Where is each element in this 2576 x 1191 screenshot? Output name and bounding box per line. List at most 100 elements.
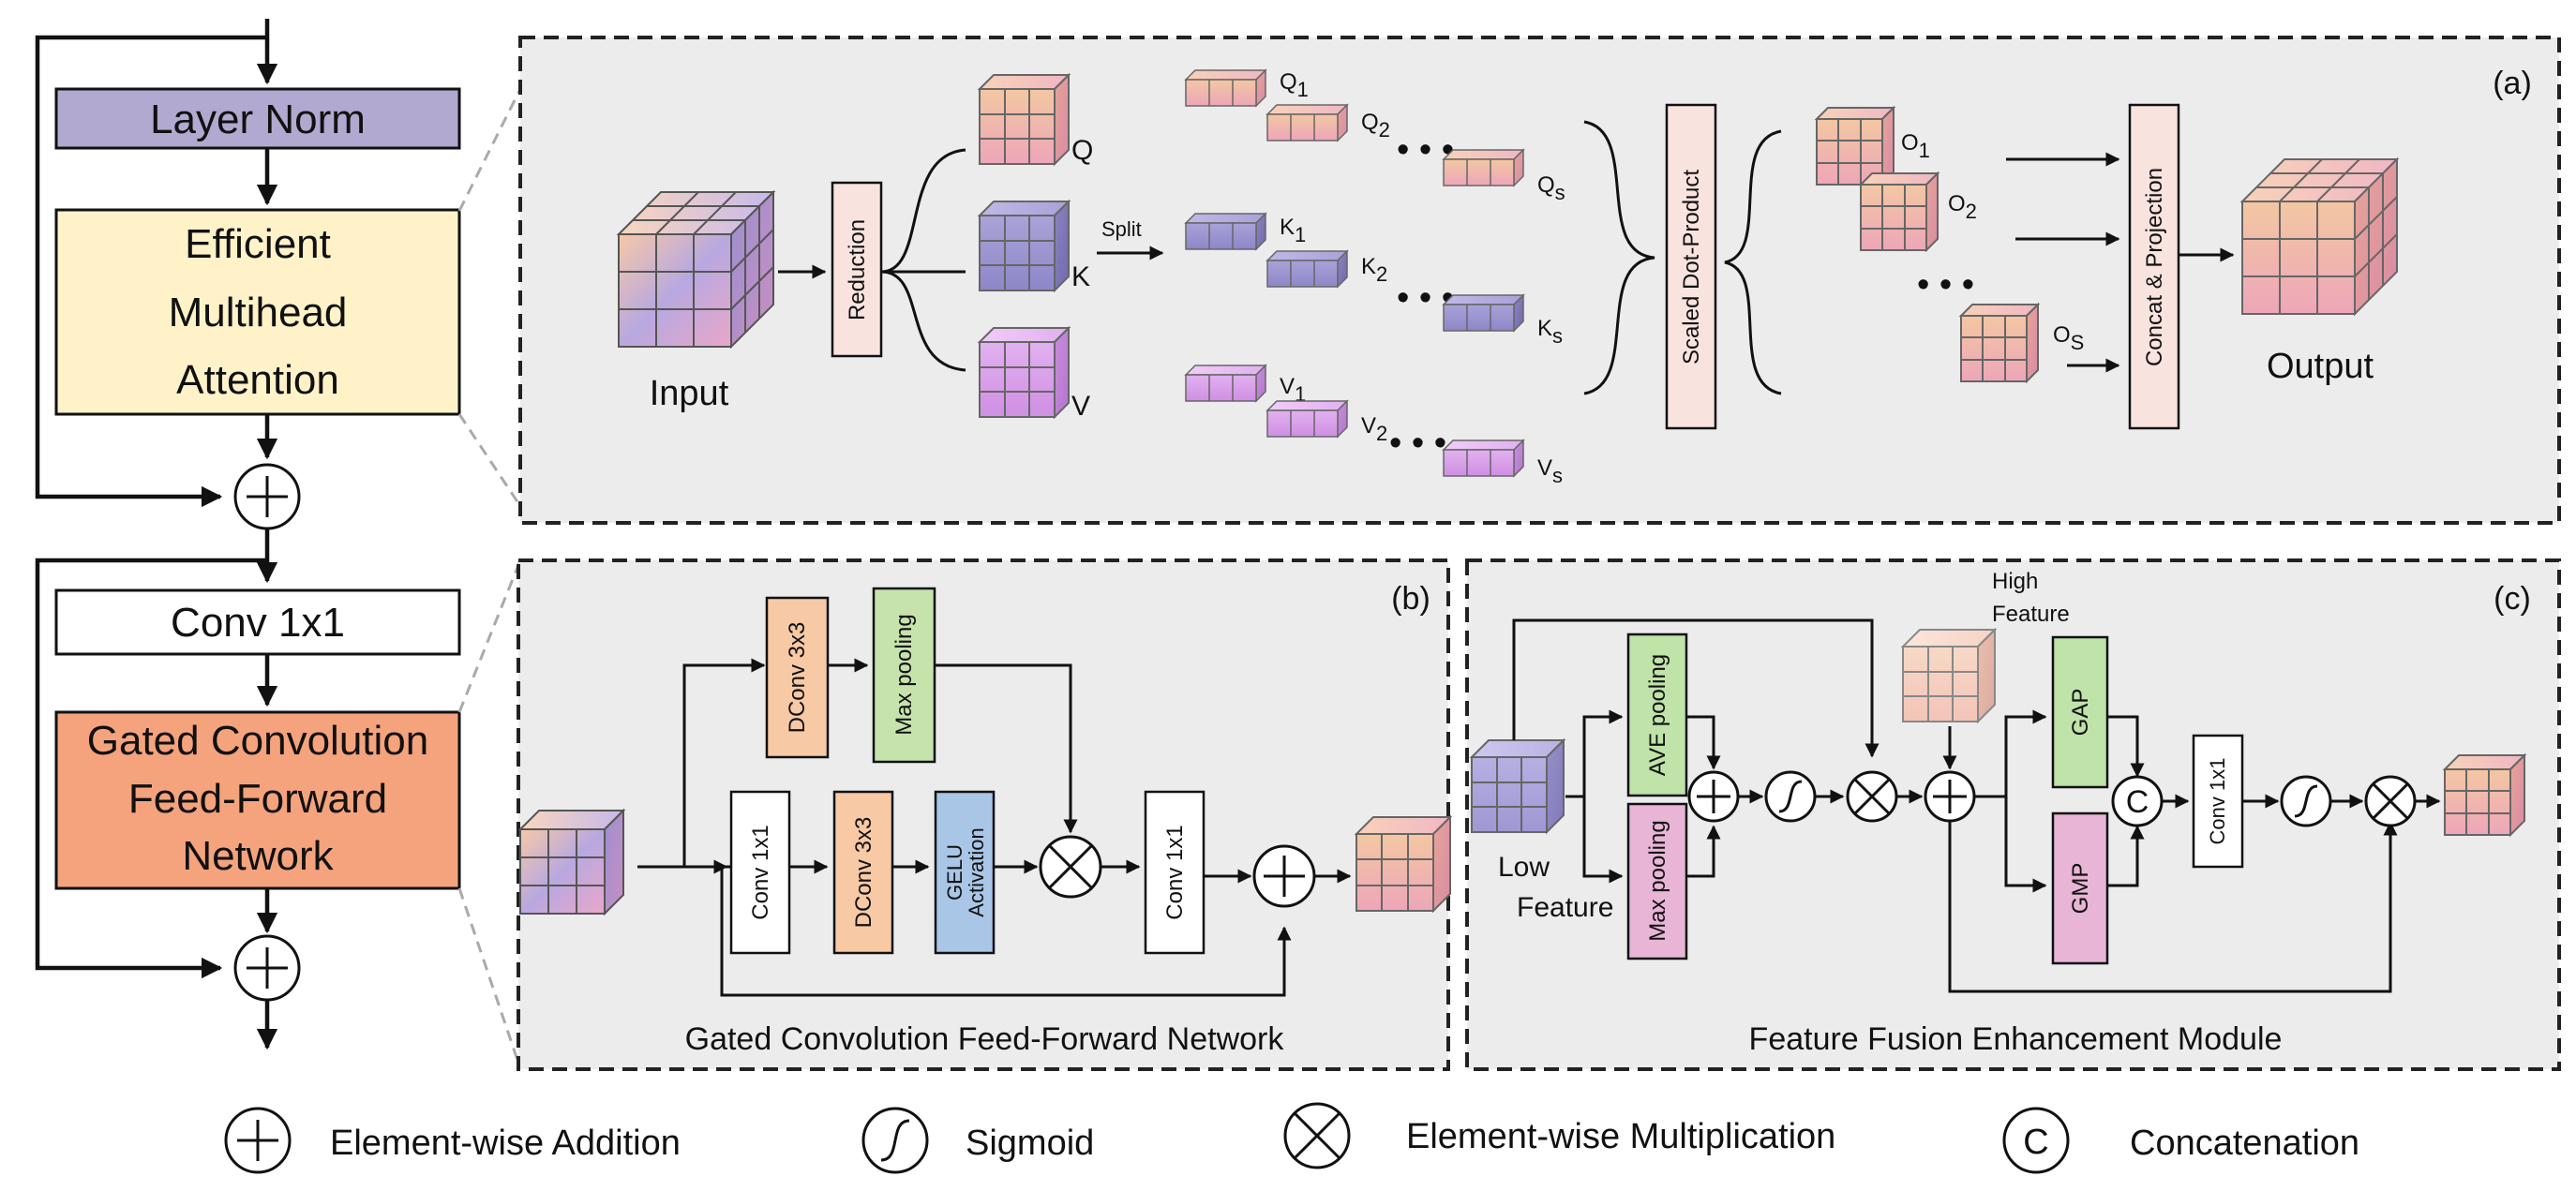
c-to-ave <box>1582 709 1624 796</box>
c-conv-block <box>2192 734 2244 869</box>
high-feature-label-2: Feature <box>1992 602 2070 627</box>
svg-text:C: C <box>2023 1123 2048 1162</box>
c-gap-label: GAP <box>2068 689 2093 737</box>
c-ave-pooling-block <box>1626 633 1688 797</box>
b-gelu-block <box>934 790 996 955</box>
k-label: K <box>1071 261 1090 292</box>
c-gmp-to-concat <box>2107 825 2145 887</box>
b-gelu-label-1: GELU <box>943 844 966 901</box>
panel-c: (c) Low Feature AVE pooling Max pooling <box>1465 558 2561 1071</box>
c-skip-to-mul <box>1948 821 2398 993</box>
split-label: Split <box>1101 217 1142 241</box>
reduction-block <box>831 181 883 358</box>
q2-label: Q2 <box>1361 110 1390 141</box>
panel-b-tag: (b) <box>1391 581 1430 617</box>
input-cube-icon <box>616 189 776 350</box>
c-maxpool-label: Max pooling <box>1645 820 1670 941</box>
legend-concatenation-label: Concatenation <box>2130 1124 2359 1163</box>
b-dconv-block <box>832 790 894 955</box>
b-multiply-op <box>1039 835 1102 899</box>
c-sigmoid-icon-1 <box>1764 770 1817 823</box>
vs-label: Vs <box>1537 455 1563 487</box>
gated-label-2: Feed-Forward <box>128 776 387 822</box>
os-label: OS <box>2053 322 2084 354</box>
projection-line-a-bottom <box>457 413 522 507</box>
b-add-op <box>1252 844 1316 908</box>
k-split-2-icon <box>1266 249 1349 289</box>
c-ave-to-add <box>1686 715 1721 770</box>
add-op-2 <box>233 934 301 1002</box>
q-cube-icon <box>977 72 1071 167</box>
c-high-feature-cube-icon <box>1900 627 1998 724</box>
o-ellipsis: • • • <box>1917 265 1974 305</box>
b-maxpool-label: Max pooling <box>891 614 917 735</box>
b-dconv-label: DConv 3x3 <box>851 817 876 929</box>
legend-plus-circle-icon <box>224 1107 292 1174</box>
conv1x1-label: Conv 1x1 <box>171 600 345 646</box>
q-split-s-icon <box>1442 148 1525 187</box>
legend-addition-label: Element-wise Addition <box>330 1124 681 1163</box>
add-op-1 <box>233 463 301 530</box>
qs-label: Qs <box>1537 172 1565 204</box>
c-gmp-block <box>2051 811 2109 965</box>
b-gelu-label-2: Activation <box>965 827 988 916</box>
c-to-gmp <box>2004 796 2047 893</box>
b-gate-line <box>935 663 1078 834</box>
c-caption: Feature Fusion Enhancement Module <box>1749 1021 2283 1057</box>
legend-times-circle-icon <box>1283 1102 1351 1169</box>
b-conv2-block <box>1144 790 1206 955</box>
c-low-feature-cube-icon <box>1469 737 1566 835</box>
scaled-dot-product-label: Scaled Dot-Product <box>1679 170 1704 365</box>
input-label: Input <box>650 374 729 413</box>
b-conv2-label: Conv 1x1 <box>1162 825 1188 919</box>
v1-label: V1 <box>1280 374 1306 406</box>
c-gap-to-concat <box>2107 715 2145 778</box>
c-concat-op: C <box>2111 775 2164 827</box>
svg-text:C: C <box>2126 784 2149 820</box>
legend-sigmoid-icon <box>861 1107 929 1174</box>
c-output-cube-icon <box>2442 752 2527 838</box>
b-maxpool-block <box>872 587 936 764</box>
panel-b: (b) DConv 3x3 Max pooling Conv 1x1 <box>517 558 1453 1071</box>
k1-label: K1 <box>1280 215 1306 246</box>
efficient-label-1: Efficient <box>185 221 331 267</box>
high-feature-label-1: High <box>1992 569 2038 594</box>
reduction-brace <box>880 148 966 372</box>
b-conv1-label: Conv 1x1 <box>748 825 773 919</box>
c-ave-pooling-label: AVE pooling <box>1645 654 1670 776</box>
c-sigmoid-icon-2 <box>2280 775 2332 827</box>
b-upper-branch <box>682 658 766 867</box>
efficient-label-3: Attention <box>176 357 339 403</box>
b-input-cube-icon <box>517 808 626 916</box>
v-ellipsis: • • • <box>1389 424 1446 463</box>
os-cube-icon <box>1958 302 2041 384</box>
b-dconv-top-label: DConv 3x3 <box>785 622 810 734</box>
brace-out <box>1724 129 1782 395</box>
left-column: Layer Norm Efficient Multihead Attention… <box>35 19 522 1069</box>
k-split-1-icon <box>1184 212 1267 251</box>
panel-c-tag: (c) <box>2494 581 2531 617</box>
o1-label: O1 <box>1901 130 1930 162</box>
projection-line-a-top <box>457 88 522 212</box>
k-split-s-icon <box>1442 293 1525 333</box>
c-multiply-op-2 <box>2364 775 2417 827</box>
panel-a-tag: (a) <box>2493 66 2532 101</box>
layer-norm-block <box>54 87 461 150</box>
c-max-to-add <box>1686 825 1721 878</box>
low-feature-label-2: Feature <box>1517 892 1613 923</box>
b-dconv-top-block <box>765 596 830 759</box>
v-split-s-icon <box>1442 439 1525 478</box>
residual-line-top <box>35 35 267 508</box>
c-maxpool-block <box>1626 802 1688 960</box>
b-caption: Gated Convolution Feed-Forward Network <box>685 1021 1285 1057</box>
projection-line-b-bottom <box>457 887 522 1069</box>
v-cube-icon <box>977 325 1071 420</box>
layer-norm-label: Layer Norm <box>150 97 366 142</box>
c-add-op-2 <box>1924 770 1976 823</box>
gated-label-3: Network <box>182 833 334 879</box>
o2-cube-icon <box>1858 171 1940 253</box>
k2-label: K2 <box>1361 254 1387 286</box>
output-cube-icon <box>2239 156 2400 317</box>
